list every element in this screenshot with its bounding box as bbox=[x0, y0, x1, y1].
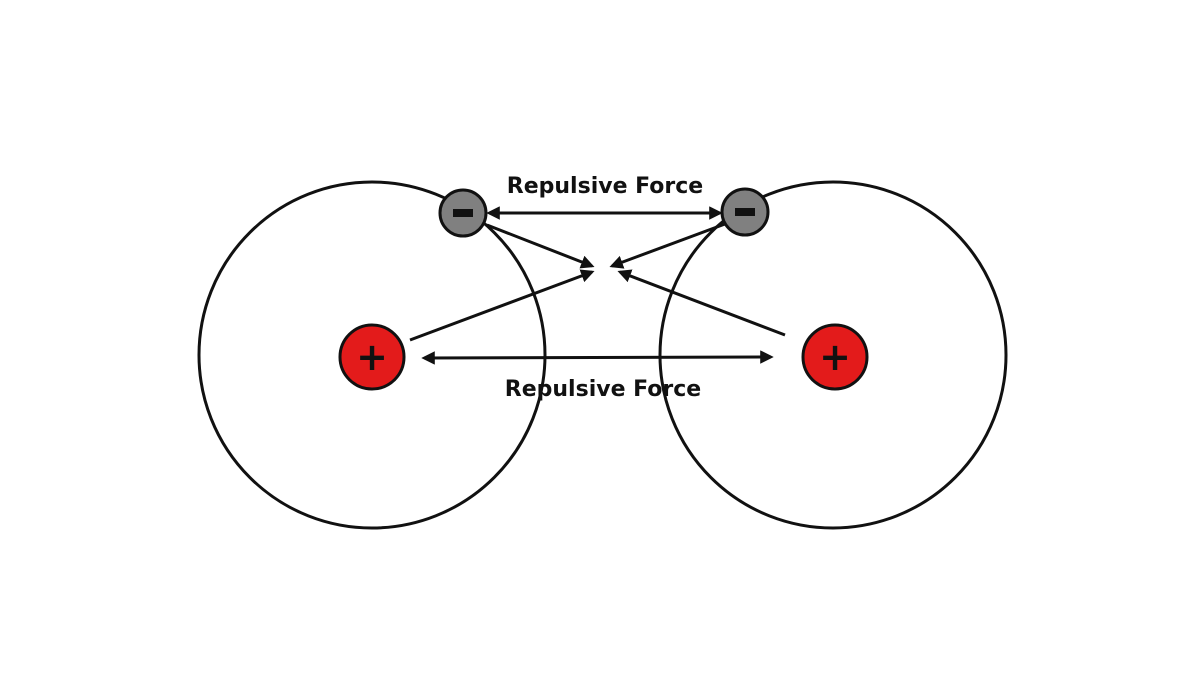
right-electron bbox=[720, 187, 770, 237]
nucleus-repulsion-arrow bbox=[421, 350, 774, 365]
left-nucleus-attraction-arrow bbox=[409, 269, 595, 342]
right-proton-circle bbox=[801, 323, 869, 391]
nucleus-repulsion-label: Repulsive Force bbox=[505, 377, 701, 402]
right-proton-sign: + bbox=[819, 335, 851, 379]
right-electron-attraction-arrow bbox=[609, 222, 726, 269]
left-nucleus: + bbox=[338, 323, 406, 391]
electron-repulsion-label: Repulsive Force bbox=[507, 174, 703, 199]
right-electron-minus bbox=[735, 208, 755, 216]
left-proton-circle bbox=[338, 323, 406, 391]
left-electron-minus bbox=[453, 209, 473, 217]
right-nucleus: + bbox=[801, 323, 869, 391]
left-electron bbox=[438, 188, 488, 238]
right-nucleus-attraction-arrow bbox=[617, 269, 786, 337]
left-proton-sign: + bbox=[356, 335, 388, 379]
left-electron-attraction-arrow bbox=[486, 223, 595, 269]
